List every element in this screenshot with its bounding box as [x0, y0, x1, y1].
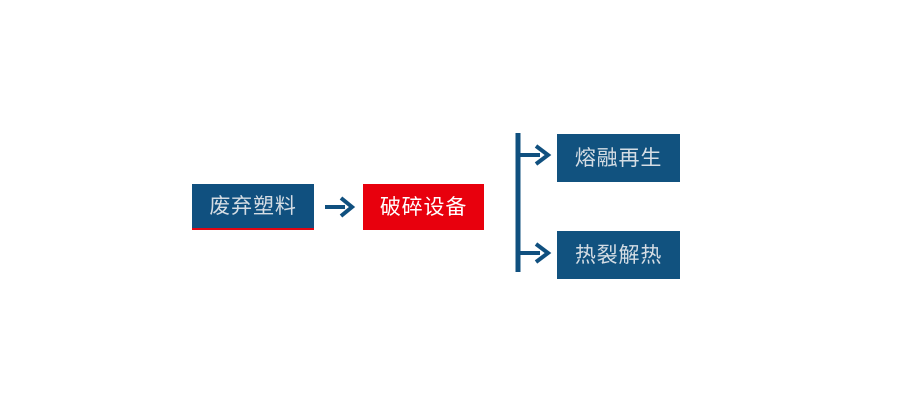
arrow-branch-to-output-top-icon: [518, 144, 552, 166]
node-process-label: 破碎设备: [379, 194, 468, 219]
node-output-top-label: 熔融再生: [574, 145, 663, 170]
node-output-melt-recycle[interactable]: 熔融再生: [557, 134, 680, 182]
node-input-waste-plastic[interactable]: 废弃塑料: [192, 184, 314, 230]
arrow-input-to-process-icon: [325, 196, 356, 218]
node-process-crusher[interactable]: 破碎设备: [363, 184, 484, 230]
arrow-branch-to-output-bottom-icon: [518, 242, 552, 264]
node-output-pyrolysis[interactable]: 热裂解热: [557, 231, 680, 279]
node-input-label: 废弃塑料: [209, 193, 297, 218]
node-output-bottom-label: 热裂解热: [574, 242, 663, 267]
